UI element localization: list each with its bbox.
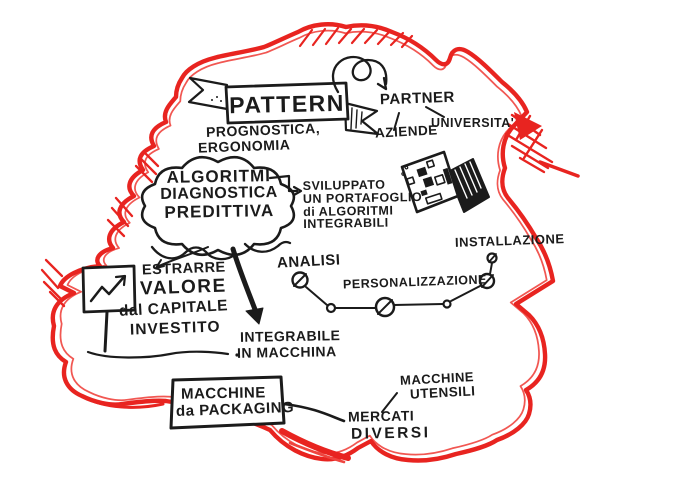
portfolio-note: SVILUPPATO UN PORTAFOGLIO di ALGORITMI I… — [303, 178, 423, 232]
cloud-bubble-icon — [140, 155, 296, 261]
portfolio-note-line4: INTEGRABILI — [303, 215, 389, 232]
growth-chart-sign-icon — [81, 264, 239, 359]
ribbon-banner-icon — [187, 76, 380, 136]
down-arrow-icon — [230, 246, 264, 325]
journey-analisi-label: ANALISI — [276, 251, 341, 272]
integration-note-line1: INTEGRABILE — [239, 327, 341, 345]
value-connector-arrow — [155, 246, 209, 269]
packaging-markets-line — [282, 402, 346, 423]
loop-arrow-icon — [331, 55, 388, 94]
cloud-line3: PREDITTIVA — [164, 200, 275, 222]
integration-note-line2: IN MACCHINA — [236, 343, 337, 361]
markets-tools-line — [381, 392, 398, 413]
partner-universita: UNIVERSITA' — [431, 116, 515, 130]
banner-title: PATTERN — [228, 89, 346, 119]
milestone-path-icon — [291, 252, 498, 318]
packaging-box — [169, 375, 286, 430]
red-hatch-left — [40, 150, 160, 308]
red-hatch-right — [504, 112, 580, 178]
markets-line1: MERCATI — [347, 407, 415, 425]
red-hatch-top — [298, 26, 414, 49]
markets-line2: DIVERSI — [350, 424, 431, 443]
red-marker-cloud-border — [40, 22, 580, 464]
value-note-line2: VALORE — [139, 275, 228, 300]
partner-aziende-line — [393, 112, 400, 131]
portfolio-connector-arrow — [268, 174, 303, 197]
partner-universita-line — [425, 106, 445, 118]
cloud-title: ALGORITMI DIAGNOSTICA PREDITTIVA — [148, 166, 291, 222]
subtitle-line2: ERGONOMIA — [197, 136, 291, 156]
portfolio-document-icon — [400, 150, 490, 214]
value-note-line4: INVESTITO — [129, 318, 221, 339]
partner-label: PARTNER — [379, 88, 456, 109]
